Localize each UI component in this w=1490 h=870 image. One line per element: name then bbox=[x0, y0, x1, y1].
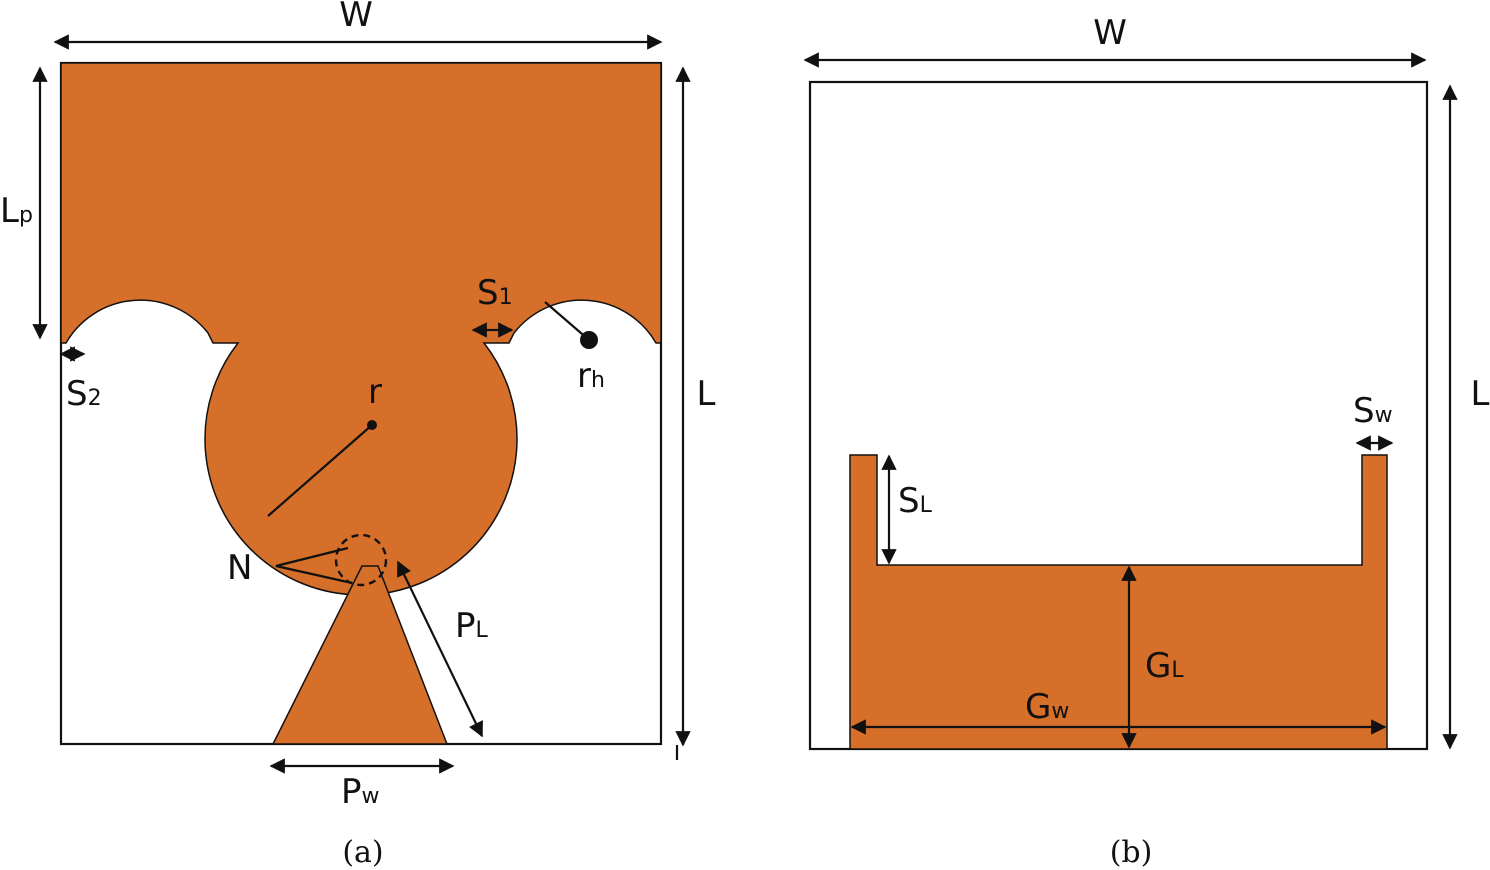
label-s2: S2 bbox=[66, 374, 102, 414]
leader-n bbox=[275, 546, 353, 585]
radius-line-r bbox=[267, 424, 373, 517]
label-rh: rh bbox=[577, 356, 605, 396]
panel-b: W L Sw SL GL Gw (b) bbox=[803, 13, 1490, 870]
label-w-b: W bbox=[1093, 13, 1127, 53]
label-pw: Pw bbox=[341, 772, 380, 812]
label-gl: GL bbox=[1145, 646, 1184, 686]
panel-a: W Lp L S1 S2 rh r N PL Pw (a) bbox=[0, 0, 716, 870]
tapered-feed bbox=[271, 565, 449, 745]
radiating-patch bbox=[60, 62, 662, 596]
radius-dot-r bbox=[367, 420, 377, 430]
label-gw: Gw bbox=[1025, 687, 1069, 727]
dimension-pl bbox=[397, 560, 483, 738]
notch-highlight-circle bbox=[334, 533, 388, 587]
label-r: r bbox=[368, 372, 382, 412]
caption-b: (b) bbox=[1110, 835, 1153, 870]
label-lp: Lp bbox=[0, 191, 33, 231]
label-l-b: L bbox=[1471, 374, 1490, 414]
radius-dot-rh bbox=[580, 331, 598, 349]
label-l-a: L bbox=[697, 374, 716, 414]
radius-line-rh bbox=[544, 301, 590, 341]
label-w-a: W bbox=[339, 0, 373, 35]
ground-plane bbox=[849, 454, 1388, 750]
label-pl: PL bbox=[455, 606, 489, 646]
label-s1: S1 bbox=[477, 273, 513, 313]
label-n: N bbox=[227, 548, 252, 588]
label-sl: SL bbox=[898, 481, 933, 521]
label-sw: Sw bbox=[1353, 391, 1393, 431]
caption-a: (a) bbox=[342, 835, 383, 870]
